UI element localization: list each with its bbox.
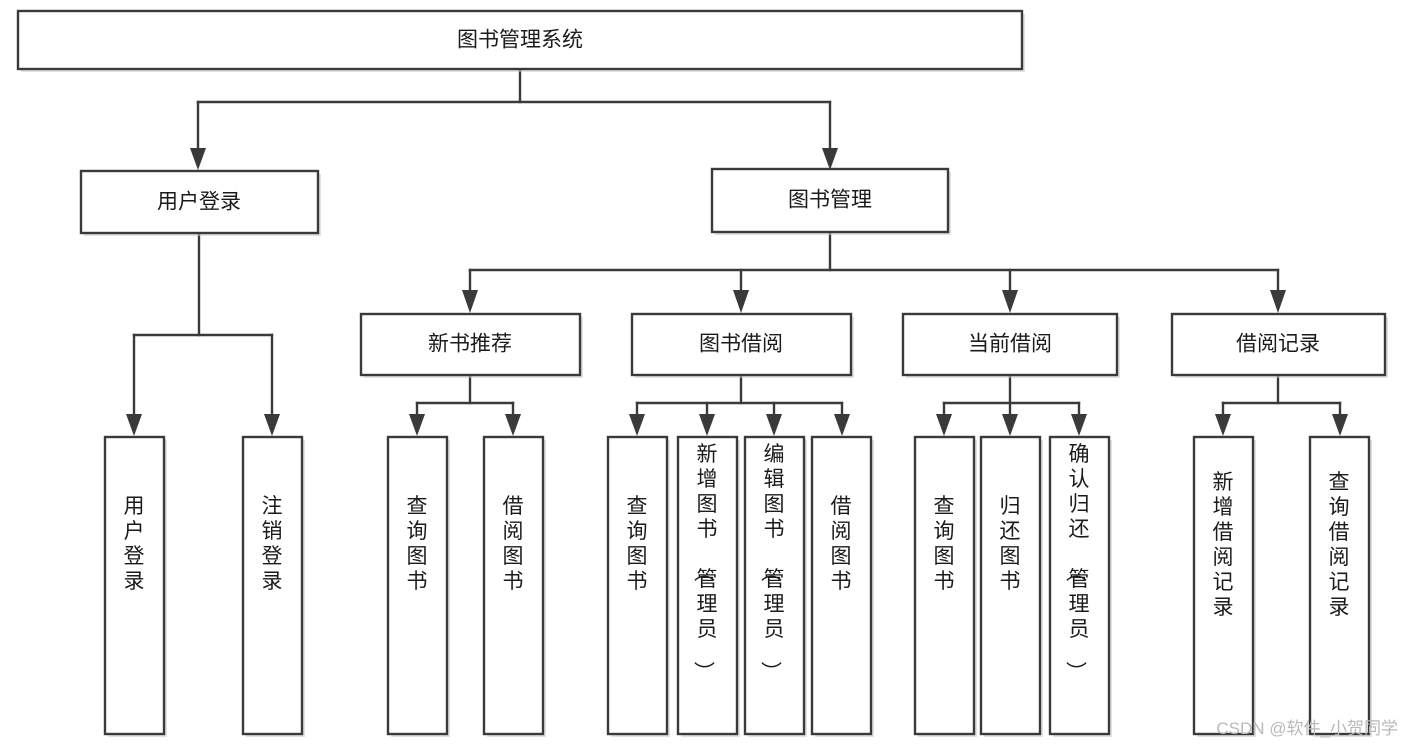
node-leaf-edit-book[interactable]: 编辑图书（管理员）	[743, 435, 807, 737]
node-leaf-add-record[interactable]: 新增借阅记录	[1192, 435, 1256, 737]
node-leaf-borrow-book-2[interactable]: 借阅图书	[810, 435, 874, 737]
leaf-query-book-1-box[interactable]	[386, 435, 449, 736]
leaf-query-book-2-label: 查询图书	[627, 495, 648, 593]
connector-layer	[126, 67, 1348, 436]
root-label: 图书管理系统	[457, 29, 583, 52]
leaf-return-book-box[interactable]	[979, 435, 1042, 736]
node-current-borrow[interactable]: 当前借阅	[901, 312, 1120, 378]
current-borrow-label: 当前借阅	[968, 333, 1052, 356]
arrow-to-leaf-query-book-3	[936, 414, 952, 436]
arrow-to-leaf-add-book	[699, 414, 715, 436]
node-leaf-query-book-3[interactable]: 查询图书	[913, 435, 977, 737]
arrow-to-leaf-borrow-book-2	[834, 414, 850, 436]
leaf-logout-login-box[interactable]	[241, 435, 304, 736]
arrow-to-new-book-recommend	[462, 290, 478, 313]
leaf-edit-book-box[interactable]	[743, 435, 806, 736]
leaf-confirm-return-box[interactable]	[1048, 435, 1111, 736]
leaf-logout-login-label: 注销登录	[262, 495, 283, 593]
arrow-to-leaf-edit-book	[766, 414, 782, 436]
arrow-to-leaf-confirm-return	[1071, 414, 1087, 436]
arrow-to-leaf-query-book-2	[629, 414, 645, 436]
book-borrow-box[interactable]	[630, 312, 853, 377]
leaf-borrow-book-2-box[interactable]	[810, 435, 873, 736]
arrow-root-to-book-management	[822, 148, 838, 170]
leaf-add-book-box[interactable]	[676, 435, 739, 736]
leaf-query-record-label: 查询借阅记录	[1329, 471, 1350, 619]
node-leaf-user-login[interactable]: 用户登录	[103, 435, 167, 737]
new-book-recommend-box[interactable]	[359, 312, 582, 377]
node-leaf-logout-login[interactable]: 注销登录	[241, 435, 305, 737]
leaf-add-book-label: 新增图书（管理员）	[692, 443, 718, 682]
arrow-to-borrow-record	[1270, 290, 1286, 313]
leaf-query-book-3-label: 查询图书	[934, 495, 955, 593]
borrow-record-box[interactable]	[1170, 312, 1387, 377]
node-leaf-confirm-return[interactable]: 确认归还（管理员）	[1048, 435, 1112, 737]
leaf-borrow-book-2-label: 借阅图书	[831, 495, 852, 593]
arrow-to-leaf-logout-login	[264, 414, 280, 436]
leaf-query-book-3-box[interactable]	[913, 435, 976, 736]
leaf-user-login-box[interactable]	[103, 435, 166, 736]
leaf-query-book-2-box[interactable]	[606, 435, 669, 736]
user-login-label: 用户登录	[157, 191, 241, 214]
node-borrow-record[interactable]: 借阅记录	[1170, 312, 1388, 378]
node-new-book-recommend[interactable]: 新书推荐	[359, 312, 583, 378]
arrow-to-book-borrow	[733, 290, 749, 313]
node-leaf-query-record[interactable]: 查询借阅记录	[1308, 435, 1372, 737]
arrow-to-leaf-return-book	[1002, 414, 1018, 436]
current-borrow-box[interactable]	[901, 312, 1119, 377]
user-login-box[interactable]	[79, 169, 320, 235]
leaf-query-record-box[interactable]	[1308, 435, 1371, 736]
node-leaf-add-book[interactable]: 新增图书（管理员）	[676, 435, 740, 737]
leaf-borrow-book-1-label: 借阅图书	[503, 495, 524, 593]
leaf-borrow-book-1-box[interactable]	[482, 435, 545, 736]
new-book-recommend-label: 新书推荐	[428, 333, 512, 356]
leaf-edit-book-label: 编辑图书（管理员）	[759, 443, 785, 682]
node-root[interactable]: 图书管理系统	[16, 9, 1025, 72]
arrow-to-leaf-user-login	[126, 414, 142, 436]
arrow-to-leaf-query-book-1	[409, 414, 425, 436]
arrow-to-leaf-add-record	[1215, 414, 1231, 436]
book-management-label: 图书管理	[788, 189, 872, 212]
node-leaf-query-book-1[interactable]: 查询图书	[386, 435, 450, 737]
borrow-record-label: 借阅记录	[1236, 333, 1320, 356]
book-management-box[interactable]	[710, 167, 950, 234]
leaf-return-book-label: 归还图书	[1000, 495, 1021, 593]
node-book-management[interactable]: 图书管理	[710, 167, 951, 235]
root-box[interactable]	[16, 9, 1024, 71]
node-leaf-borrow-book-1[interactable]: 借阅图书	[482, 435, 546, 737]
leaf-confirm-return-label: 确认归还（管理员）	[1064, 443, 1090, 682]
node-leaf-return-book[interactable]: 归还图书	[979, 435, 1043, 737]
node-leaf-query-book-2[interactable]: 查询图书	[606, 435, 670, 737]
arrow-to-current-borrow	[1002, 290, 1018, 313]
node-book-borrow[interactable]: 图书借阅	[630, 312, 854, 378]
leaf-add-record-label: 新增借阅记录	[1213, 471, 1234, 619]
arrow-to-leaf-query-record	[1332, 414, 1348, 436]
leaf-query-book-1-label: 查询图书	[407, 495, 428, 593]
node-user-login[interactable]: 用户登录	[79, 169, 321, 236]
leaf-add-record-box[interactable]	[1192, 435, 1255, 736]
leaf-user-login-label: 用户登录	[124, 495, 145, 593]
arrow-root-to-user-login	[190, 148, 206, 170]
book-borrow-label: 图书借阅	[699, 333, 783, 356]
watermark-label: CSDN @软件_小贺同学	[1216, 719, 1398, 738]
arrow-to-leaf-borrow-book-1	[505, 414, 521, 436]
